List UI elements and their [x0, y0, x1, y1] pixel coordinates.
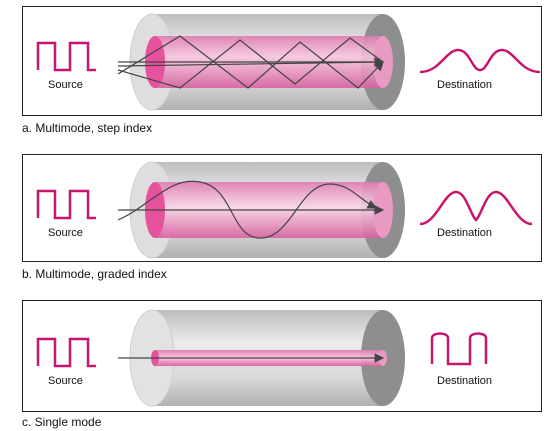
- diagram-multimode-step-index: Source Destination: [36, 13, 541, 111]
- destination-label: Destination: [437, 227, 492, 239]
- destination-label: Destination: [437, 375, 492, 387]
- source-label: Source: [48, 375, 83, 387]
- ray-axial: [117, 57, 385, 67]
- source-pulse: [36, 41, 96, 72]
- source-pulse: [36, 189, 96, 220]
- source-label: Source: [48, 79, 83, 91]
- destination-pulse: [419, 190, 533, 226]
- destination-pulse: [419, 48, 541, 74]
- source-pulse: [36, 337, 96, 368]
- diagram-multimode-graded-index: Source Destination: [36, 161, 533, 259]
- destination-label: Destination: [437, 79, 492, 91]
- diagram-single-mode: Source Destination: [36, 309, 492, 407]
- caption: b. Multimode, graded index: [22, 267, 167, 281]
- caption: a. Multimode, step index: [22, 121, 153, 135]
- ray-zigzag-up: [117, 35, 384, 89]
- source-label: Source: [48, 227, 83, 239]
- caption: c. Single mode: [22, 415, 102, 429]
- ray-sinusoidal: [117, 180, 378, 239]
- destination-pulse: [430, 332, 488, 366]
